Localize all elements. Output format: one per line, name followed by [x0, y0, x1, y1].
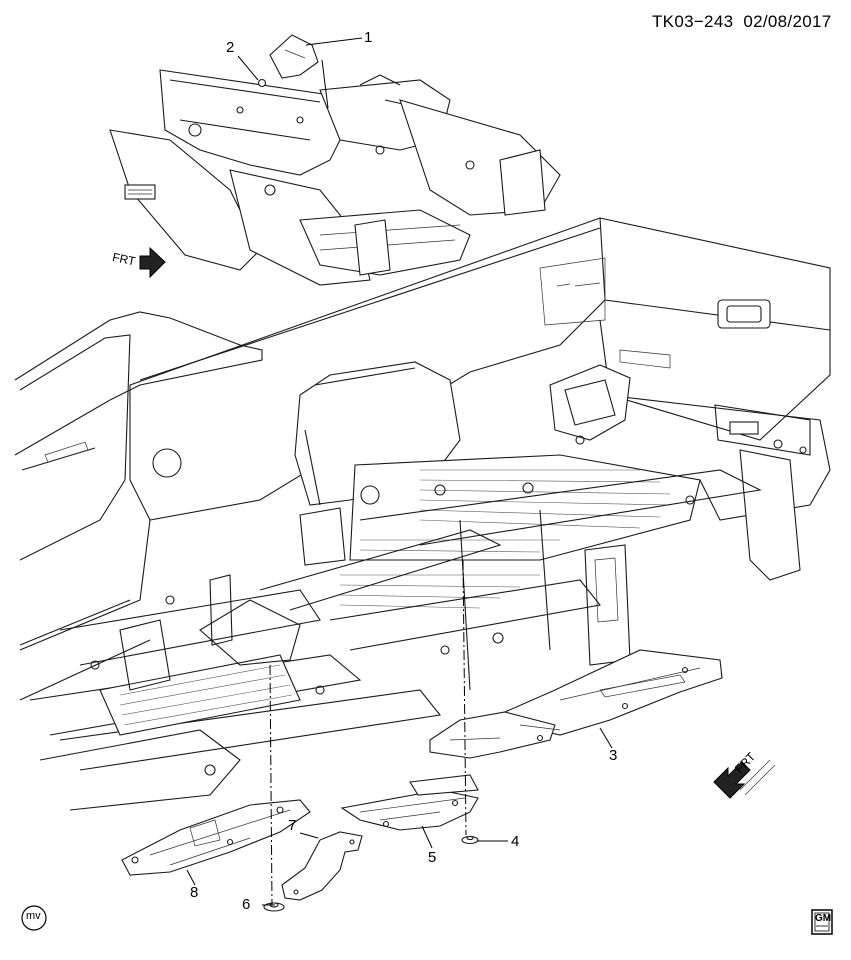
- callout-7: 7: [288, 817, 297, 834]
- part-7-strap: [281, 831, 363, 901]
- part-2-fastener: [257, 78, 267, 88]
- callout-5: 5: [428, 849, 437, 866]
- header-code: TK03−243: [652, 12, 734, 31]
- gm-logo-text: GM: [815, 913, 832, 924]
- truck-body: [14, 217, 831, 701]
- mv-circle-icon: [21, 905, 47, 931]
- gm-logo-icon: [811, 909, 833, 935]
- callout-6: 6: [242, 896, 251, 913]
- header-date: 02/08/2017: [743, 12, 832, 31]
- front-arrow-icon: [713, 759, 776, 799]
- callout-2: 2: [226, 39, 235, 56]
- part-3-shield: [429, 649, 723, 759]
- callout-3: 3: [609, 747, 618, 764]
- corner-mark: mv: [26, 910, 41, 922]
- callout-1: 1: [364, 29, 373, 46]
- front-arrow-icon: [139, 246, 166, 279]
- callout-8: 8: [190, 884, 199, 901]
- part-5-shield: [340, 774, 479, 831]
- illustration-code: TK03−243 02/08/2017: [652, 12, 831, 32]
- inset-frame-assembly: [109, 34, 561, 286]
- underbody-frame: [29, 435, 762, 811]
- part-8-shield: [121, 799, 311, 876]
- callout-4: 4: [511, 833, 520, 850]
- part-1-bracket: [269, 34, 319, 79]
